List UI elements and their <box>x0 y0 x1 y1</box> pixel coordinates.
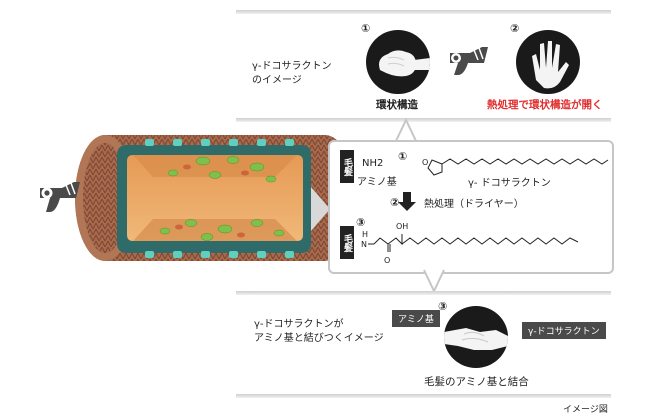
compound-name: γ- ドコサラクトン <box>468 178 551 189</box>
top-panel-title: γ-ドコサラクトン のイメージ <box>252 61 332 86</box>
hair-tag-1: 毛髪 <box>340 150 354 183</box>
step3-number-bottom: ③ <box>438 300 448 313</box>
top-callout-pointer <box>395 117 417 142</box>
label-ring-opens: 熱処理で環状構造が開く <box>487 99 603 111</box>
bottom-caption: 毛髪のアミノ基と結合 <box>424 376 529 388</box>
step2-number-top: ② <box>510 22 520 35</box>
top-panel-bottom-bar <box>236 118 611 122</box>
hair-tag-2: 毛髪 <box>340 226 354 259</box>
handshake-image <box>444 306 508 368</box>
glove-open-hand-image <box>516 30 580 94</box>
bottom-panel-title: γ-ドコサラクトンが アミノ基と結びつくイメージ <box>254 319 384 344</box>
glove-fist-image <box>366 30 430 94</box>
oh-label: OH <box>396 222 409 231</box>
bottom-callout-pointer <box>423 269 445 294</box>
amide-n-label: N <box>361 240 367 249</box>
heat-treatment-label: 熱処理（ドライヤー） <box>424 199 524 210</box>
hair-cross-section-illustration <box>75 135 355 261</box>
top-panel-top-bar <box>236 10 611 14</box>
image-figure-label: イメージ図 <box>563 405 608 415</box>
lactone-o-label: O <box>422 158 429 167</box>
carbonyl-o-label: O <box>384 256 391 265</box>
dryer-icon-left <box>40 182 80 212</box>
dryer-icon-top <box>450 47 488 75</box>
opened-chain-structure <box>368 234 579 252</box>
step3-number-box: ③ <box>356 216 366 229</box>
bottom-panel-top-bar <box>236 291 611 295</box>
amino-pill: アミノ基 <box>392 310 440 327</box>
step2-number-box: ② <box>390 196 400 209</box>
nh2-label: NH2 <box>362 158 384 169</box>
label-ring-structure: 環状構造 <box>376 99 418 111</box>
lactone-structure <box>427 158 609 176</box>
amino-label: アミノ基 <box>357 177 397 188</box>
bottom-panel-bottom-bar <box>236 394 611 398</box>
step1-number-box: ① <box>398 150 408 163</box>
amide-h-label: H <box>362 230 369 239</box>
step1-number-top: ① <box>361 22 371 35</box>
lactone-pill: γ-ドコサラクトン <box>522 322 606 339</box>
